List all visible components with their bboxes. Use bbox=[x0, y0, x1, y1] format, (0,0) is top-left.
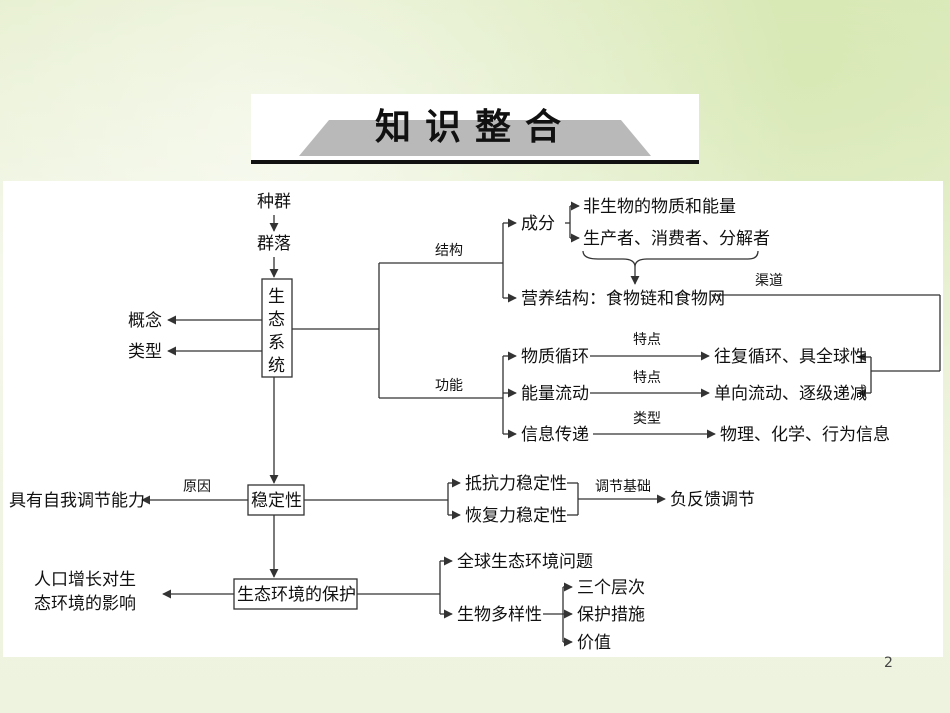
node-self-regulation: 具有自我调节能力 bbox=[9, 491, 145, 511]
node-types: 类型 bbox=[128, 342, 162, 362]
node-ecosystem-1: 生 bbox=[268, 287, 285, 307]
node-population: 种群 bbox=[257, 192, 291, 212]
node-resistance: 抵抗力稳定性 bbox=[465, 474, 567, 494]
title-banner: 知识整合 bbox=[251, 94, 699, 164]
node-energy-flow: 能量流动 bbox=[521, 384, 589, 404]
page-title: 知识整合 bbox=[374, 107, 575, 148]
node-ecosystem-3: 系 bbox=[268, 333, 285, 353]
node-concept: 概念 bbox=[128, 310, 162, 331]
node-measures: 保护措施 bbox=[577, 605, 645, 625]
node-population-growth-1: 人口增长对生 bbox=[34, 570, 136, 590]
node-producers: 生产者、消费者、分解者 bbox=[583, 229, 770, 249]
node-population-growth-2: 态环境的影响 bbox=[34, 594, 136, 614]
node-three-levels: 三个层次 bbox=[577, 578, 645, 598]
node-protection: 生态环境的保护 bbox=[237, 585, 356, 605]
label-feature-1: 特点 bbox=[633, 332, 661, 348]
node-matter-cycle: 物质循环 bbox=[521, 347, 589, 367]
node-info-types: 物理、化学、行为信息 bbox=[720, 425, 890, 445]
node-components: 成分 bbox=[521, 214, 555, 234]
node-trophic: 营养结构：食物链和食物网 bbox=[521, 289, 725, 309]
node-nonliving: 非生物的物质和能量 bbox=[583, 197, 736, 217]
label-structure: 结构 bbox=[435, 243, 463, 259]
node-energy-feature: 单向流动、逐级递减 bbox=[714, 384, 867, 404]
node-resilience: 恢复力稳定性 bbox=[465, 506, 567, 526]
node-stability: 稳定性 bbox=[251, 491, 302, 511]
banner-trapezoid bbox=[299, 120, 651, 156]
node-ecosystem-4: 统 bbox=[268, 356, 285, 376]
node-cycle-feature: 往复循环、具全球性 bbox=[714, 347, 867, 367]
concept-map-panel: 种群 群落 生 态 系 统 概念 类型 结构 功能 成分 非生物的物质和能量 生… bbox=[3, 181, 943, 657]
label-type: 类型 bbox=[633, 411, 661, 427]
label-feature-2: 特点 bbox=[633, 370, 661, 386]
label-function: 功能 bbox=[435, 378, 463, 394]
concept-map: 种群 群落 生 态 系 统 概念 类型 结构 功能 成分 非生物的物质和能量 生… bbox=[9, 192, 941, 653]
node-biodiversity: 生物多样性 bbox=[457, 605, 542, 625]
node-ecosystem-2: 态 bbox=[268, 310, 285, 330]
node-value: 价值 bbox=[577, 633, 611, 653]
label-regulation-basis: 调节基础 bbox=[595, 478, 651, 495]
connector-lines bbox=[141, 201, 941, 647]
page-number: 2 bbox=[884, 655, 893, 671]
node-info-transfer: 信息传递 bbox=[521, 425, 589, 445]
node-global-issues: 全球生态环境问题 bbox=[457, 552, 593, 572]
label-channel: 渠道 bbox=[755, 273, 783, 289]
node-negative-feedback: 负反馈调节 bbox=[670, 490, 755, 510]
node-community: 群落 bbox=[257, 234, 291, 254]
label-reason: 原因 bbox=[183, 479, 211, 495]
